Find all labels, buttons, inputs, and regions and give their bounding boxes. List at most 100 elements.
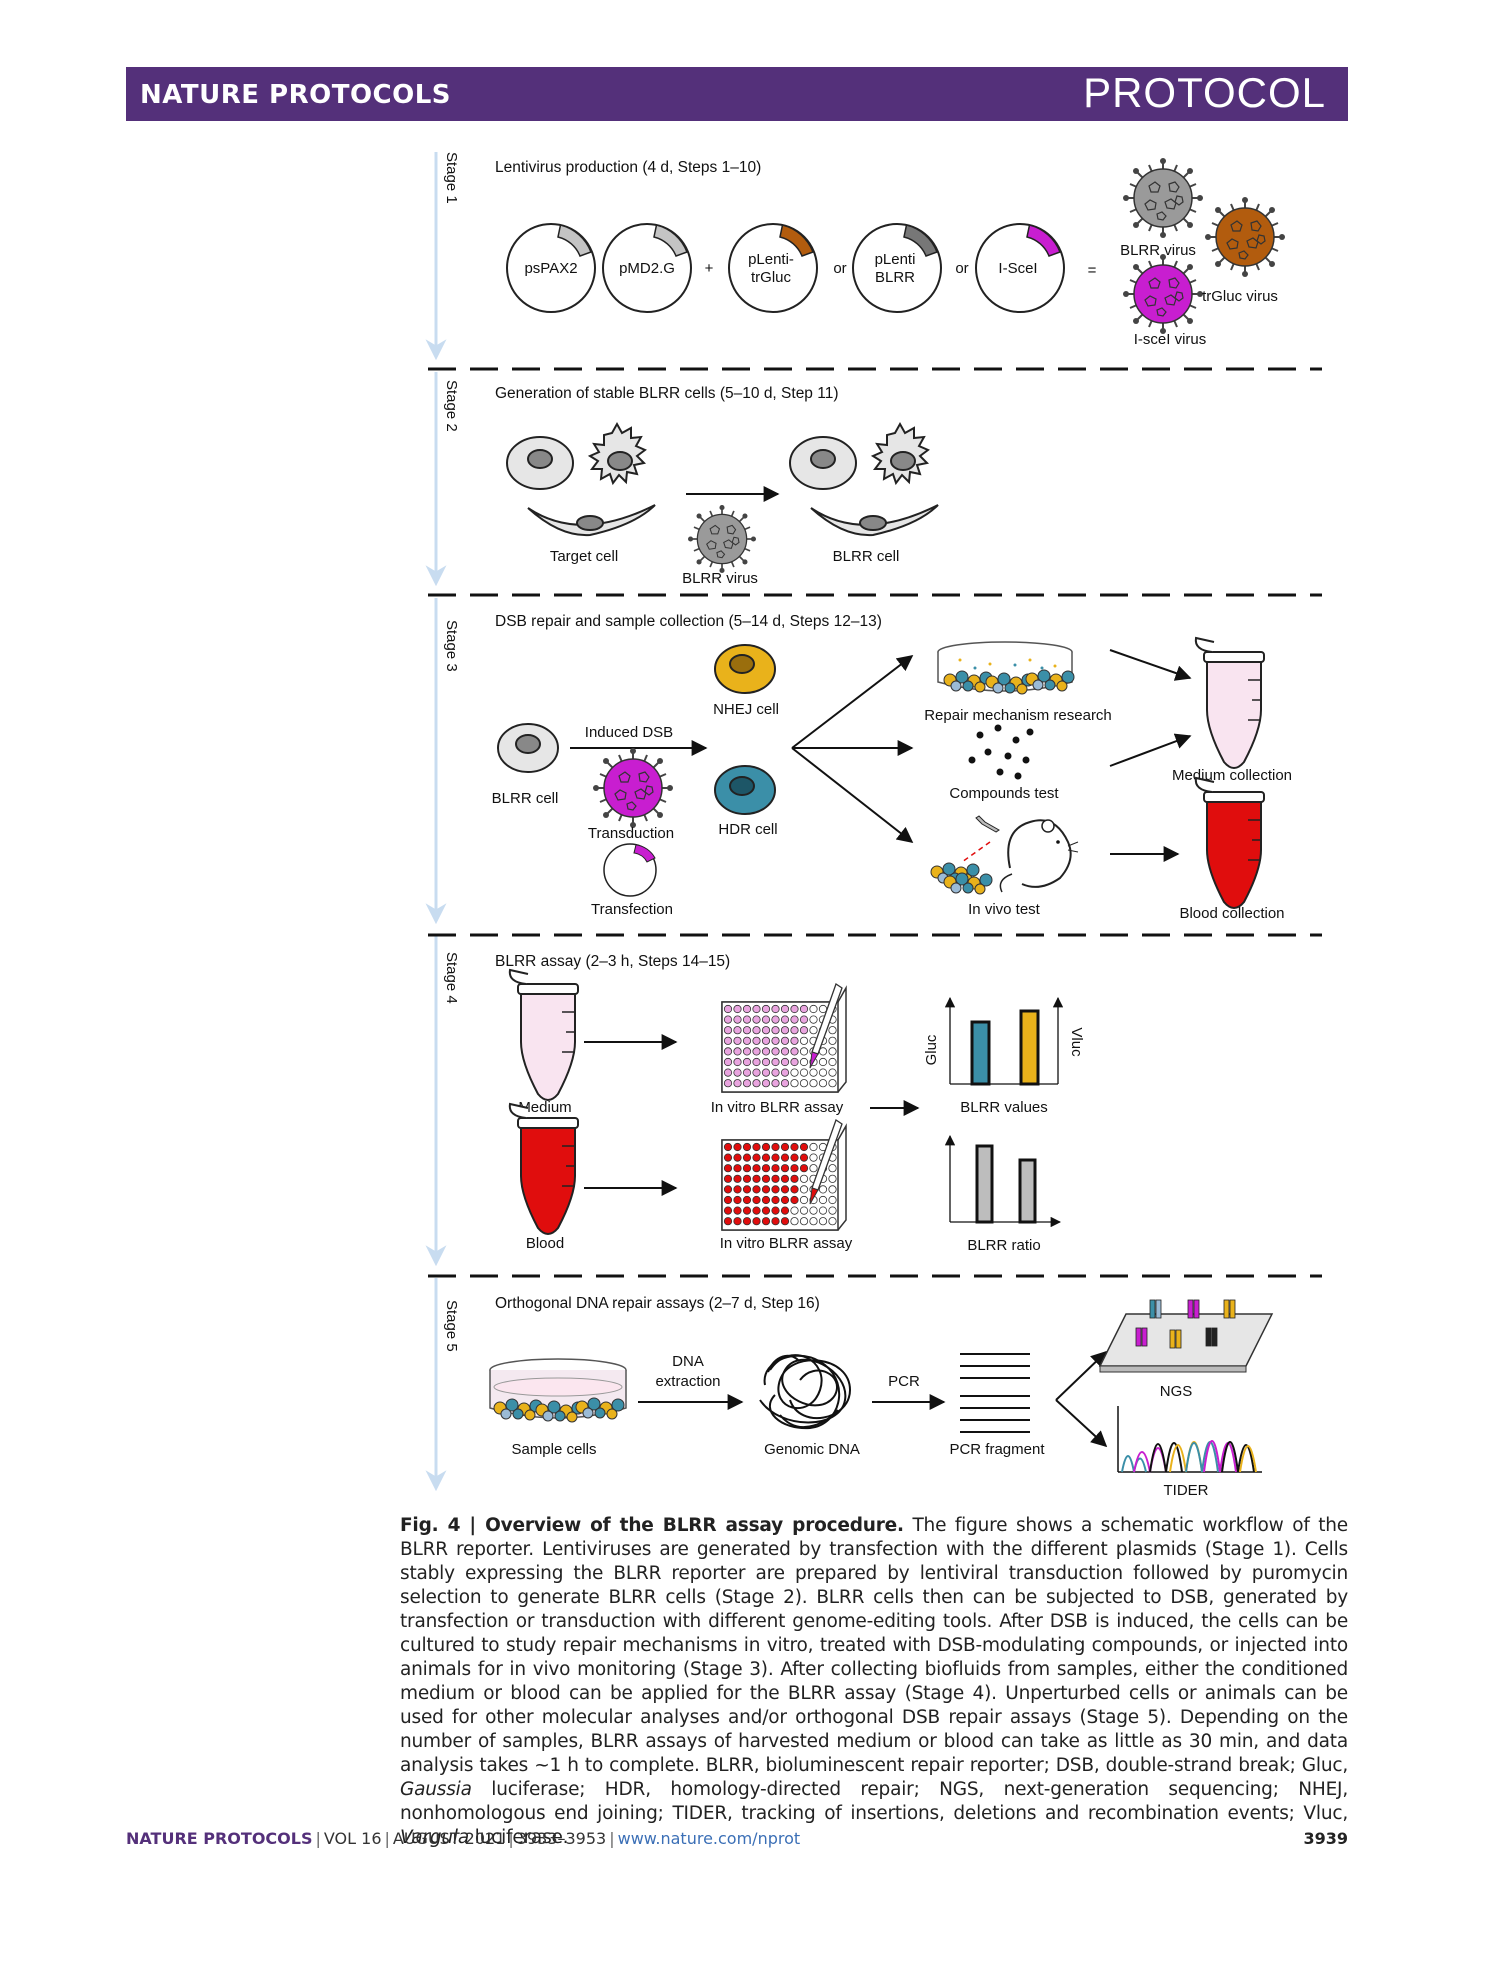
vluc-bar [1019, 1009, 1040, 1086]
well [780, 1195, 790, 1205]
well [790, 1195, 799, 1205]
blood-tube-icon [508, 1103, 579, 1235]
well [799, 1068, 809, 1077]
ngs-chip-icon [1098, 1299, 1274, 1373]
blrr-values-label: BLRR values [960, 1099, 1048, 1116]
well [799, 1004, 809, 1014]
well [733, 1015, 742, 1024]
well [733, 1142, 742, 1152]
well [752, 1079, 761, 1088]
well [752, 1047, 761, 1056]
well [780, 1217, 790, 1226]
well [742, 1142, 752, 1152]
well [809, 1068, 818, 1077]
well [771, 1015, 780, 1024]
well [723, 1164, 733, 1173]
vluc-axis-label: Vluc [1068, 1027, 1085, 1057]
target-cells-icon [506, 423, 656, 537]
plasmid-plenti-label: pLenti- [748, 251, 794, 268]
well [828, 1068, 837, 1077]
well [761, 1142, 771, 1152]
well [723, 1142, 733, 1152]
well [723, 1206, 733, 1215]
plate-blood-icon [721, 1118, 847, 1231]
well [752, 1206, 761, 1215]
hdr-cell-icon [714, 765, 776, 815]
well [818, 1206, 828, 1215]
well [733, 1057, 742, 1067]
sample-cells-label: Sample cells [511, 1441, 596, 1458]
well [799, 1174, 809, 1183]
well [818, 1079, 828, 1088]
well [828, 1164, 837, 1173]
well [723, 1185, 733, 1194]
well [761, 1047, 771, 1056]
blrr-virus-label: BLRR virus [1120, 242, 1196, 259]
well [742, 1174, 752, 1183]
assay2-label: In vitro BLRR assay [720, 1235, 853, 1252]
well [780, 1153, 790, 1162]
blrr-values-chart: Gluc Vluc [923, 996, 1085, 1086]
blrr-cell-label: BLRR cell [833, 548, 900, 565]
stage-3-title: DSB repair and sample collection (5–14 d… [495, 613, 882, 630]
well [790, 1036, 799, 1045]
well [723, 1004, 733, 1014]
equals-sign: = [1088, 262, 1097, 279]
well [761, 1068, 771, 1077]
well [790, 1164, 799, 1173]
well [742, 1164, 752, 1173]
well [742, 1036, 752, 1045]
hdr-cell-label: HDR cell [718, 821, 777, 838]
footer-date: AUGUST 2021 [392, 1829, 506, 1848]
well [799, 1036, 809, 1045]
well [742, 1068, 752, 1077]
well [761, 1185, 771, 1194]
transduction-label: Transduction [588, 825, 674, 842]
well [761, 1195, 771, 1205]
page-footer: NATURE PROTOCOLS|VOL 16|AUGUST 2021|3933… [126, 1829, 1348, 1848]
well [733, 1068, 742, 1077]
well [780, 1036, 790, 1045]
well [828, 1036, 837, 1045]
well [742, 1057, 752, 1067]
well [790, 1068, 799, 1077]
well [752, 1057, 761, 1067]
well [828, 1195, 837, 1205]
well [828, 1206, 837, 1215]
genomic-dna-label: Genomic DNA [764, 1441, 860, 1458]
well [752, 1015, 761, 1024]
footer-pages: 3933–3953 [516, 1829, 607, 1848]
footer-volume: VOL 16 [323, 1829, 382, 1848]
in-vivo-test-label: In vivo test [968, 901, 1041, 918]
well [771, 1026, 780, 1035]
well [733, 1153, 742, 1162]
footer-journal: NATURE PROTOCOLS [126, 1829, 313, 1848]
well [828, 1057, 837, 1067]
workflow-figure: Stage 1 Stage 2 Stage 3 Stage 4 Stage 5 … [425, 152, 1322, 1499]
well [761, 1164, 771, 1173]
well [780, 1174, 790, 1183]
well [780, 1015, 790, 1024]
well [790, 1004, 799, 1014]
plasmid-plenti-trgluc: pLenti- trGluc [728, 223, 818, 313]
blrr-ratio-chart [944, 1134, 1062, 1228]
well [809, 1206, 818, 1215]
footer-url-link[interactable]: www.nature.com/nprot [617, 1829, 801, 1848]
stage-4-title: BLRR assay (2–3 h, Steps 14–15) [495, 953, 730, 970]
assay1-label: In vitro BLRR assay [711, 1099, 844, 1116]
pcr-fragment-label: PCR fragment [949, 1441, 1045, 1458]
stage-2-title: Generation of stable BLRR cells (5–10 d,… [495, 385, 839, 402]
well [723, 1047, 733, 1056]
caption-vargula: Vargula [400, 1827, 469, 1848]
well [723, 1068, 733, 1077]
medium-tube-icon [508, 969, 579, 1101]
well [809, 1142, 818, 1152]
well [780, 1206, 790, 1215]
well [771, 1206, 780, 1215]
blrr-virus-stage2-label: BLRR virus [682, 570, 758, 587]
nhej-cell-label: NHEJ cell [713, 701, 779, 718]
page-header: NATURE PROTOCOLS PROTOCOL [126, 67, 1348, 121]
caption-text-1: The figure shows a schematic workflow of… [400, 1515, 1348, 1776]
well [733, 1026, 742, 1035]
well [723, 1079, 733, 1088]
